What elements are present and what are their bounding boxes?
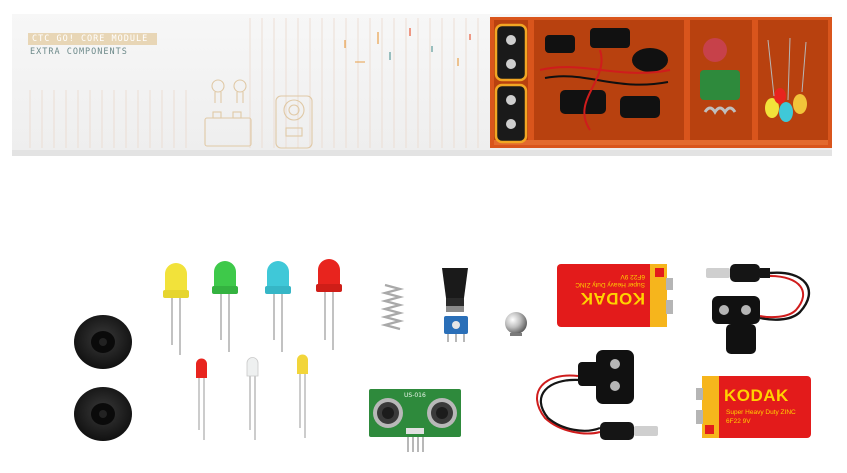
battery-bottom-label: KODAK Super Heavy Duty ZINC 6F22 9V	[724, 380, 810, 436]
battery-top	[557, 264, 673, 327]
battery-top-brand: KODAK	[580, 289, 645, 308]
battery-top-label: KODAK Super Heavy Duty ZINC 6F22 9V	[563, 270, 649, 322]
battery-top-spec: 6F22 9V	[620, 273, 645, 280]
battery-top-line: Super Heavy Duty ZINC	[575, 281, 645, 288]
box-line-art	[204, 79, 313, 149]
tilt-ball	[505, 312, 527, 336]
battery-bottom	[696, 376, 811, 438]
led-red-large	[316, 259, 342, 350]
spring	[380, 283, 405, 331]
buzzer-bottom	[74, 387, 132, 441]
box-accent-marks	[344, 28, 471, 66]
led-clear-small	[246, 357, 259, 440]
sensor-label: US-016	[404, 392, 426, 399]
battery-bottom-spec: 6F22 9V	[726, 418, 751, 425]
box-label-subtitle: EXTRA COMPONENTS	[30, 47, 128, 57]
battery-clip-cable-bottom	[536, 350, 658, 440]
led-yellow-small	[297, 354, 308, 438]
box-pattern	[29, 18, 479, 148]
component-box	[12, 14, 832, 156]
battery-bottom-brand: KODAK	[724, 386, 789, 405]
potentiometer	[442, 268, 468, 342]
battery-clip-cable-top	[706, 264, 811, 354]
led-blue-large	[265, 261, 291, 352]
led-red-small	[196, 358, 207, 440]
buzzer-top	[74, 315, 132, 369]
battery-bottom-line: Super Heavy Duty ZINC	[726, 409, 796, 416]
box-compartment	[490, 17, 832, 148]
led-green-large	[212, 261, 238, 352]
ultrasonic-sensor	[369, 389, 461, 452]
box-label-title: CTC GO! CORE MODULE	[28, 33, 157, 45]
led-yellow-large	[163, 263, 189, 355]
